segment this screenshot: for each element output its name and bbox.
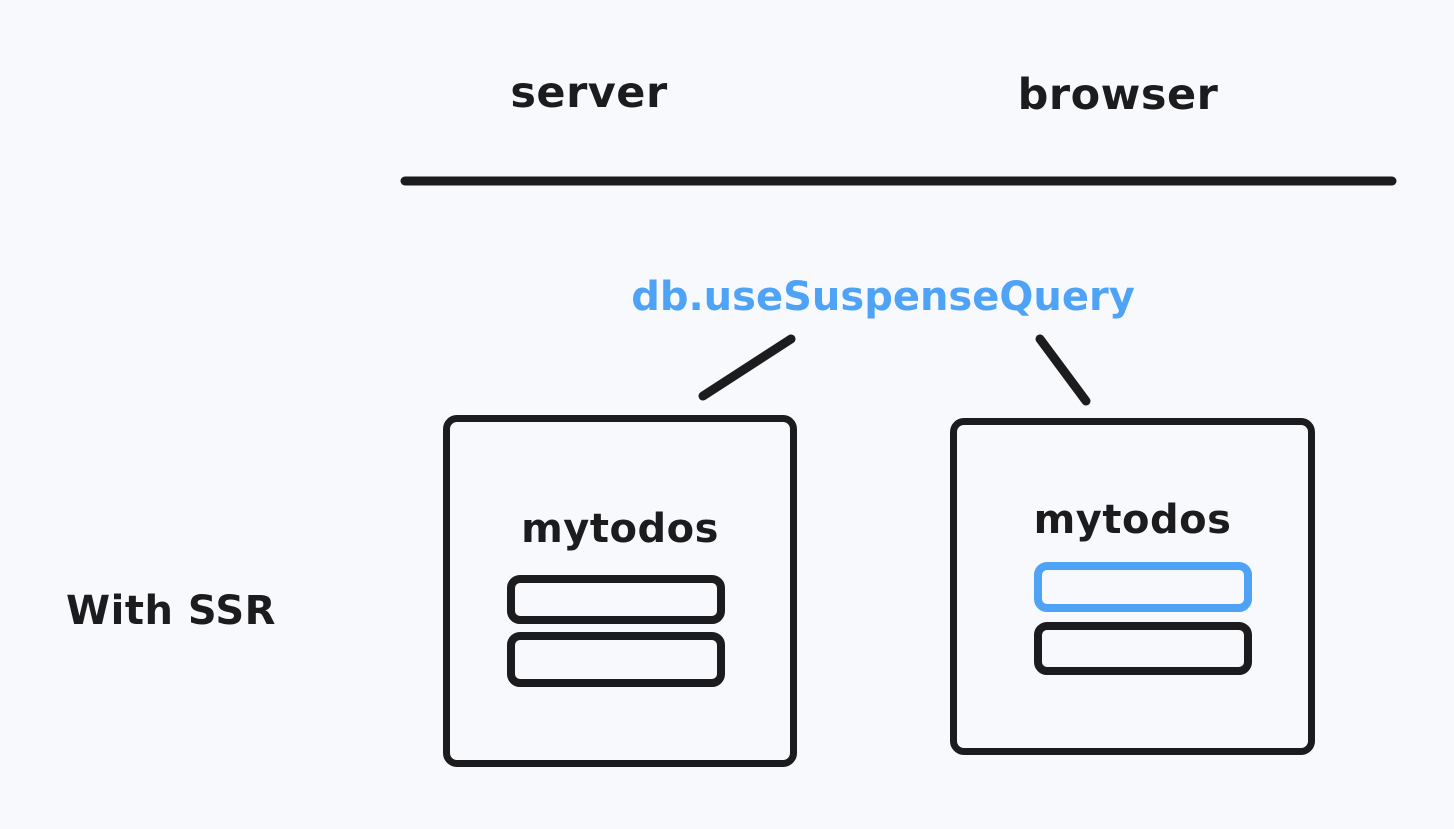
column-header-server: server xyxy=(0,68,1454,118)
column-header-server-text: server xyxy=(510,68,668,118)
column-header-browser-text: browser xyxy=(1017,70,1219,120)
server-render-box: mytodos xyxy=(443,415,797,767)
browser-todo-item-1 xyxy=(1034,622,1252,675)
column-header-browser: browser xyxy=(0,70,1454,120)
browser-box-title: mytodos xyxy=(1033,497,1232,543)
connector-to-server-icon xyxy=(698,334,796,401)
connector-to-browser-icon xyxy=(1035,334,1091,406)
annotation-query-label-text: db.useSuspenseQuery xyxy=(631,274,1135,320)
row-caption-with-ssr: With SSR xyxy=(66,588,276,634)
server-box-title: mytodos xyxy=(521,506,719,552)
browser-todo-item-0 xyxy=(1034,562,1252,612)
annotation-query-label: db.useSuspenseQuery xyxy=(0,274,1454,320)
browser-render-box: mytodos xyxy=(950,418,1315,755)
server-todo-item-0 xyxy=(507,575,725,624)
server-todo-item-1 xyxy=(507,632,725,687)
